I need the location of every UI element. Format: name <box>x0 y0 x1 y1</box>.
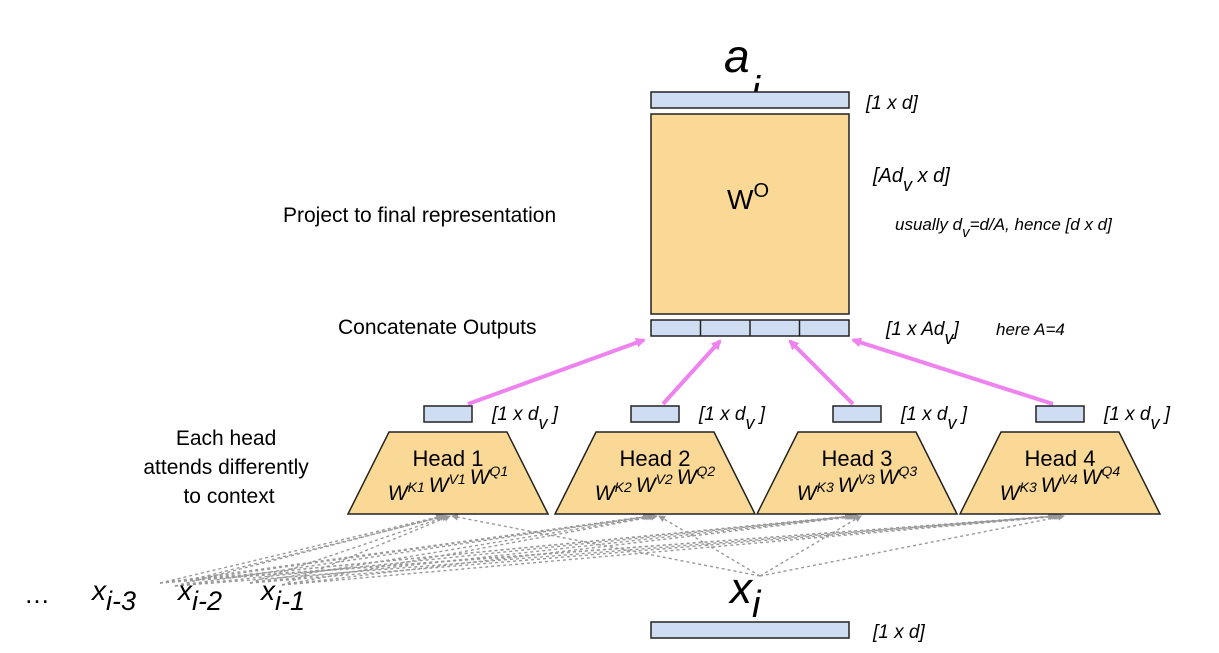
output-symbol: a <box>724 30 750 82</box>
context-token-x-i-2: xi-2 <box>176 575 222 616</box>
arrow-head-1 <box>467 338 646 406</box>
head-3-output-vector <box>832 405 882 423</box>
attention-line <box>249 513 656 584</box>
head-3-output-dim: [1 x dv ] <box>900 404 968 433</box>
arrow-head-2 <box>661 339 722 406</box>
attention-line <box>281 515 451 586</box>
attention-line <box>159 513 443 584</box>
attention-line <box>759 515 862 577</box>
output-dim: [1 x d] <box>865 93 918 114</box>
head-to-concat-arrows <box>467 337 1054 406</box>
wo-note: usually dv=d/A, hence [d x d] <box>895 215 1113 241</box>
input-dim: [1 x d] <box>872 622 925 643</box>
head-3-label: Head 3 <box>822 446 893 471</box>
attention-line <box>159 513 650 584</box>
wo-matrix <box>650 113 850 315</box>
attention-line <box>281 513 1063 586</box>
context-ellipsis: … <box>24 579 50 609</box>
heads-caption: Each head attends differently to context <box>143 427 314 508</box>
head-4-output-vector <box>1035 405 1085 423</box>
concat-note: here A=4 <box>996 320 1065 339</box>
head-4-label: Head 4 <box>1025 446 1096 471</box>
arrow-head-4 <box>851 337 1054 406</box>
head-4-output-dim: [1 x dv ] <box>1103 404 1171 433</box>
head-2-label: Head 2 <box>620 446 691 471</box>
attention-line <box>759 513 1065 577</box>
concat-label: Concatenate Outputs <box>338 316 536 339</box>
context-token-x-i-1: xi-1 <box>259 575 305 616</box>
head-2-output-vector <box>630 405 680 423</box>
attention-lines <box>159 512 1065 587</box>
attention-line <box>658 515 761 577</box>
attention-line <box>249 513 1061 584</box>
wo-dim: [Adv x d] <box>872 165 950 195</box>
projection-label: Project to final representation <box>283 204 556 227</box>
head-3-block <box>755 431 959 515</box>
head-1-label: Head 1 <box>413 446 484 471</box>
output-subscript: i <box>751 69 761 113</box>
attention-line <box>174 514 445 587</box>
attention-line <box>451 513 761 577</box>
arrow-head-3 <box>788 339 855 406</box>
attention-line <box>281 513 658 586</box>
context-token-x-i-3: xi-3 <box>90 575 136 616</box>
current-token: xi <box>728 564 762 626</box>
input-vector <box>650 621 850 639</box>
head-2-block <box>553 431 757 515</box>
concat-vector <box>650 319 850 337</box>
output-vector <box>650 91 850 109</box>
attention-line <box>174 513 652 587</box>
wo-label: WO <box>727 180 769 215</box>
attention-line <box>189 514 447 581</box>
head-1-output-dim: [1 x dv ] <box>491 404 559 433</box>
attention-line <box>281 513 860 586</box>
head-1-block <box>346 431 550 515</box>
head-2-output-dim: [1 x dv ] <box>698 404 766 433</box>
head-1-output-vector <box>423 405 473 423</box>
concat-dim: [1 x Adv] <box>885 319 959 348</box>
head-4-block <box>958 431 1162 515</box>
attention-line <box>249 514 449 584</box>
